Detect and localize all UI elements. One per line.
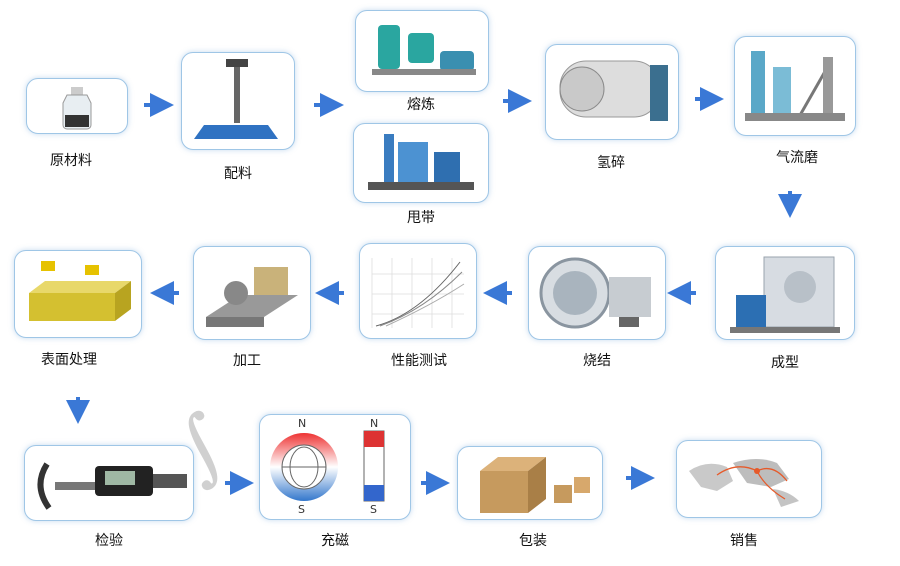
label-sales: 销售 <box>730 533 758 549</box>
box-inspection <box>24 445 194 521</box>
micrometer-icon <box>37 462 187 510</box>
magnet-ring-north: N <box>298 417 307 430</box>
box-performance-test <box>359 243 477 339</box>
label-surface-treatment: 表面处理 <box>41 352 97 368</box>
jet-mill-icon <box>745 51 845 121</box>
label-magnetizing: 充磁 <box>321 533 349 549</box>
box-pressing <box>715 246 855 340</box>
label-machining: 加工 <box>233 353 261 369</box>
box-packaging <box>457 446 603 520</box>
label-jet-mill: 气流磨 <box>776 150 818 166</box>
box-machining <box>193 246 311 340</box>
label-sintering: 烧结 <box>583 353 611 369</box>
box-jet-mill <box>734 36 856 136</box>
magnet-bar-north: N <box>370 417 379 430</box>
hydrogen-furnace-icon <box>559 60 668 121</box>
box-batching <box>181 52 295 150</box>
magnet-bar-south: S <box>370 503 377 516</box>
press-machine-icon <box>730 256 840 333</box>
box-smelting <box>355 10 489 92</box>
box-magnetizing: N S N S <box>259 414 411 520</box>
label-raw-material: 原材料 <box>50 153 92 169</box>
box-sintering <box>528 246 666 340</box>
label-hydrogen-decrepitation: 氢碎 <box>597 155 625 171</box>
performance-curve-chart <box>371 258 465 328</box>
surface-treatment-icon <box>29 261 131 321</box>
label-strip-casting: 甩带 <box>407 210 435 226</box>
strip-casting-machine-icon <box>368 134 474 190</box>
machining-icon <box>206 267 298 327</box>
box-sales <box>676 440 822 518</box>
magnetizing-icon <box>270 430 385 502</box>
box-surface-treatment <box>14 250 142 338</box>
bottle-icon <box>62 87 92 130</box>
world-map-icon <box>689 459 799 507</box>
label-performance-test: 性能测试 <box>391 353 447 369</box>
box-strip-casting <box>353 123 489 203</box>
magnet-ring-south: S <box>298 503 305 516</box>
cardboard-box-icon <box>480 457 590 513</box>
label-packaging: 包装 <box>519 533 547 549</box>
label-batching: 配料 <box>224 166 252 182</box>
label-pressing: 成型 <box>771 355 799 371</box>
box-hydrogen-decrepitation <box>545 44 679 140</box>
box-raw-material <box>26 78 128 134</box>
smelting-furnace-icon <box>372 25 476 75</box>
sintering-furnace-icon <box>539 257 651 329</box>
label-inspection: 检验 <box>95 533 123 549</box>
label-smelting: 熔炼 <box>407 97 435 113</box>
scale-icon <box>194 59 278 139</box>
